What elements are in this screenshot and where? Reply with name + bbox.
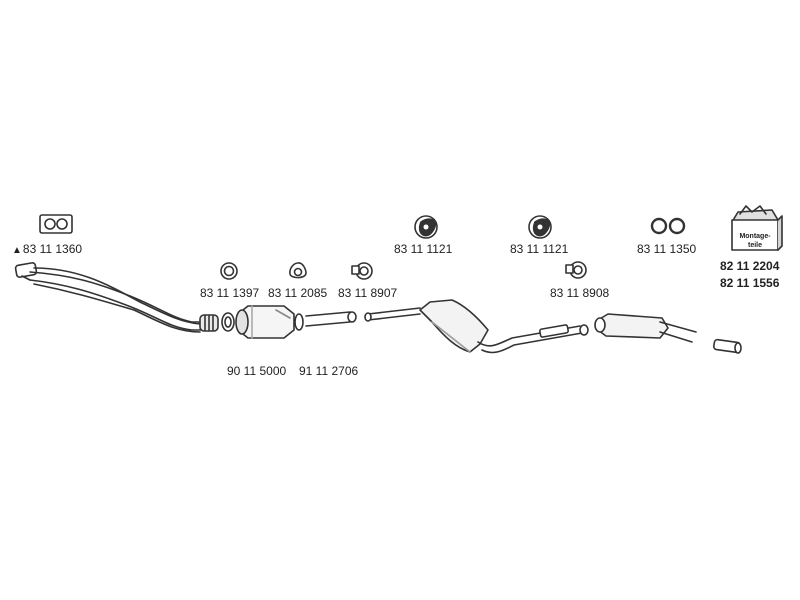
rear-silencer-icon <box>594 313 697 343</box>
cat-outlet-clamp-icon <box>294 313 304 331</box>
rear-clamp-label: 83 11 8908 <box>550 286 610 300</box>
kit-box-text: Montage-teile <box>739 233 771 249</box>
ring-gasket-part-icon <box>220 262 238 280</box>
ring-gasket-label: 83 11 1397 <box>200 286 260 300</box>
kit-number-a: 82 11 2204 <box>720 259 780 273</box>
catalyst-number-a: 90 11 5000 <box>227 364 287 378</box>
flex-coupling-icon <box>199 314 219 332</box>
marker-triangle-icon: ▲ <box>12 245 22 256</box>
hanger-mid-label: 83 11 1121 <box>394 242 453 256</box>
front-pipe-icon <box>14 262 207 333</box>
o-rings-label: 83 11 1350 <box>637 242 697 256</box>
cat-clamp-label: 83 11 2085 <box>268 286 328 300</box>
kit-box-text-line: Montage- <box>739 233 771 240</box>
kit-number-b: 82 11 1556 <box>720 276 780 290</box>
rubber-hanger-mid-icon <box>414 215 438 239</box>
cat-clamp-part-icon <box>289 262 307 279</box>
center-silencer-icon <box>419 299 489 353</box>
o-rings-icon <box>650 217 686 235</box>
ring-gasket-icon <box>221 312 235 332</box>
catalyst-number-b: 91 11 2706 <box>299 364 359 378</box>
kit-box-text-line: teile <box>748 242 762 249</box>
intermediate-pipe-icon <box>305 307 421 327</box>
manifold-gasket-label: ▲83 11 1360 <box>12 242 82 258</box>
front-clamp-label: 83 11 8907 <box>338 286 398 300</box>
hanger-rear-label: 83 11 1121 <box>510 242 569 256</box>
mounting-kit-box-icon <box>731 205 783 251</box>
mid-pipe-icon <box>477 324 589 354</box>
rear-clamp-part-icon <box>565 261 587 279</box>
manifold-gasket-number: 83 11 1360 <box>22 242 83 256</box>
tailpipe-tip-icon <box>713 338 742 354</box>
manifold-gasket-icon <box>39 214 73 234</box>
catalytic-converter-icon <box>235 305 295 339</box>
front-clamp-part-icon <box>351 262 373 280</box>
rubber-hanger-rear-icon <box>528 215 552 239</box>
